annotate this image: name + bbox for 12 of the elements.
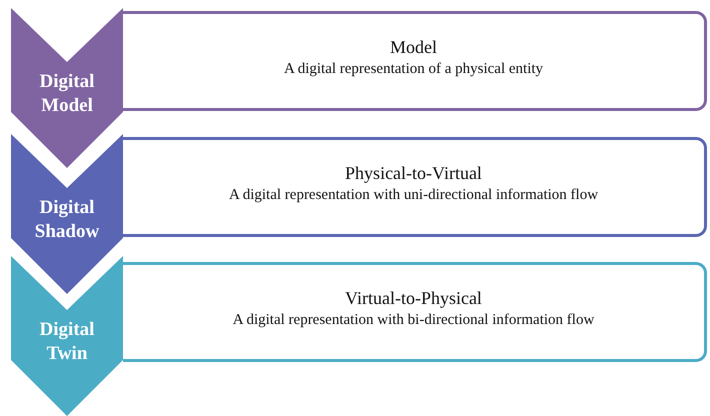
card-heading: Physical-to-Virtual	[345, 162, 482, 185]
card-heading: Model	[390, 36, 437, 59]
description-card	[123, 11, 707, 111]
description-card	[123, 137, 707, 237]
stage-label: Digital Shadow	[34, 196, 100, 244]
card-description: A digital representation with bi-directional information flow	[232, 311, 594, 330]
description-card	[123, 262, 707, 362]
stage-label: Digital Model	[38, 70, 96, 118]
card-description: A digital representation with uni-directional information flow	[228, 186, 598, 205]
card-heading: Virtual-to-Physical	[345, 287, 482, 310]
stage-label: Digital Twin	[38, 318, 96, 366]
card-description: A digital representation of a physical entity	[284, 60, 544, 79]
